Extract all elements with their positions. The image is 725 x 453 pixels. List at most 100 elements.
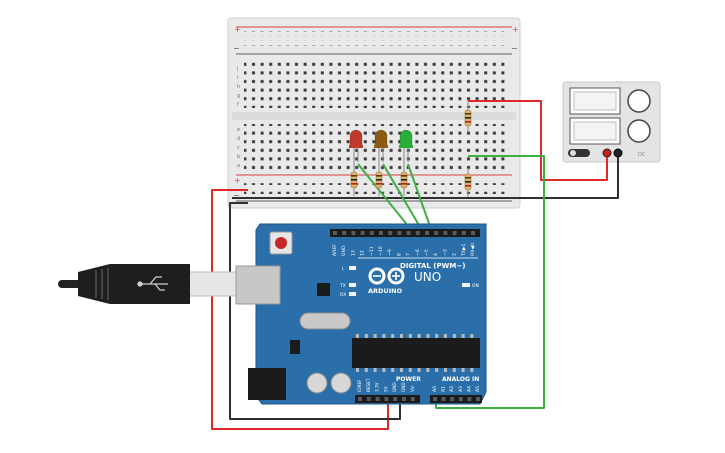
usb-chip xyxy=(317,283,330,296)
arduino-logo-text: ARDUINO xyxy=(368,287,403,295)
leds xyxy=(349,129,413,162)
current-knob-icon[interactable] xyxy=(627,119,651,143)
led-2[interactable] xyxy=(374,129,388,162)
led-body-icon xyxy=(374,129,388,147)
led-rx-icon xyxy=(349,292,356,296)
wire-red-supply-positive xyxy=(468,100,608,181)
digital-pin-label: ~5 xyxy=(424,249,430,256)
resistor-bottom-right[interactable] xyxy=(464,168,472,197)
digital-pin-label: ~9 xyxy=(387,249,393,256)
voltage-regulator xyxy=(290,340,300,354)
resistors xyxy=(350,101,472,197)
analog-header xyxy=(430,395,482,403)
analog-in-label: ANALOG IN xyxy=(442,376,479,383)
arduino-infinity-logo-icon xyxy=(368,267,405,285)
usb-cable xyxy=(58,264,241,304)
bottom-rail-minus-label: − xyxy=(233,191,240,200)
digital-pin-label: 2 xyxy=(452,253,458,256)
row-letter-bottom: e xyxy=(237,127,240,133)
wire-green-led3 xyxy=(407,163,433,233)
crystal-oscillator xyxy=(299,312,351,330)
led-l-icon xyxy=(349,266,356,270)
reset-button-icon[interactable] xyxy=(275,237,287,249)
led-1[interactable] xyxy=(349,129,363,162)
digital-pin-label: 8 xyxy=(396,253,402,256)
led-body-icon xyxy=(399,129,413,147)
power-supply-label: DC xyxy=(638,152,646,158)
power-supply[interactable]: DC xyxy=(562,81,661,163)
power-pin-label: Vin xyxy=(410,385,415,392)
voltage-knob-icon[interactable] xyxy=(627,89,651,113)
analog-pin-label: A1 xyxy=(441,386,447,392)
row-letter-top: h xyxy=(237,84,240,90)
arduino-model-label: UNO xyxy=(414,270,441,284)
atmega-chip xyxy=(352,338,480,368)
wire-black-gnd xyxy=(229,202,401,420)
power-pin-label: 3.3V xyxy=(375,382,380,392)
row-letter-top: f xyxy=(237,102,239,108)
digital-pin-label: 4 xyxy=(433,253,439,256)
digital-pin-label: ~3 xyxy=(442,249,448,256)
analog-pin-label: A3 xyxy=(458,386,464,392)
led-l-label: L xyxy=(342,266,345,272)
bottom-rail-plus-label: + xyxy=(234,176,241,185)
top-rail-minus-holes xyxy=(244,40,508,46)
power-pin-label: RESET xyxy=(366,378,371,392)
wire-black-supply-negative xyxy=(232,157,619,199)
row-letter-bottom: d xyxy=(237,136,240,142)
digital-pin-label: ~10 xyxy=(378,246,384,256)
capacitor-1-icon xyxy=(306,372,328,394)
led-on-label: ON xyxy=(472,283,479,289)
digital-pwm-label: DIGITAL (PWM~) xyxy=(400,262,465,270)
upper-terminal-holes xyxy=(244,62,508,108)
digital-pin-label: TX▶1 xyxy=(461,244,467,257)
wire-green-led2 xyxy=(382,163,424,233)
analog-pin-label: A5 xyxy=(475,386,481,392)
led-tx-icon xyxy=(349,283,356,287)
top-rail-plus-label-right: + xyxy=(512,25,519,34)
power-label: POWER xyxy=(396,376,421,383)
power-pin-label: IOREF xyxy=(357,379,362,392)
digital-pin-label: GND xyxy=(341,245,347,256)
digital-pin-label: 12 xyxy=(360,250,366,256)
row-letter-bottom: c xyxy=(237,145,240,151)
led-resistor-2[interactable] xyxy=(375,162,383,196)
row-letter-bottom: b xyxy=(237,154,240,160)
row-letter-bottom: a xyxy=(237,163,240,169)
usb-jack xyxy=(235,265,281,305)
led-body-icon xyxy=(349,129,363,147)
capacitor-2-icon xyxy=(330,372,352,394)
bottom-rail-minus-holes xyxy=(244,188,508,194)
negative-terminal-icon[interactable] xyxy=(613,148,623,158)
led-resistor-3[interactable] xyxy=(400,162,408,196)
top-rail-minus-label-right: − xyxy=(511,44,518,53)
wire-green-analog xyxy=(435,155,545,409)
led-tx-label: TX xyxy=(339,283,346,289)
resistor-top-right[interactable] xyxy=(464,101,472,132)
usb-icon xyxy=(137,276,168,291)
analog-pin-label: A4 xyxy=(466,386,472,392)
power-pin-label: 5V xyxy=(383,386,388,392)
top-rail-minus-label: − xyxy=(233,44,240,53)
digital-pin-label: ~6 xyxy=(415,249,421,256)
row-letter-top: g xyxy=(237,93,240,99)
top-rail-plus-holes xyxy=(244,31,508,37)
wires xyxy=(211,100,619,430)
positive-terminal-icon[interactable] xyxy=(602,148,612,158)
led-on-icon xyxy=(462,283,470,287)
barrel-jack xyxy=(248,368,286,400)
digital-pin-label: 7 xyxy=(406,253,412,256)
led-3[interactable] xyxy=(399,129,413,162)
analog-pin-label: A2 xyxy=(449,386,455,392)
row-letter-top: j xyxy=(236,66,238,72)
led-resistor-1[interactable] xyxy=(350,162,358,196)
top-rail-plus-label: + xyxy=(234,25,241,34)
